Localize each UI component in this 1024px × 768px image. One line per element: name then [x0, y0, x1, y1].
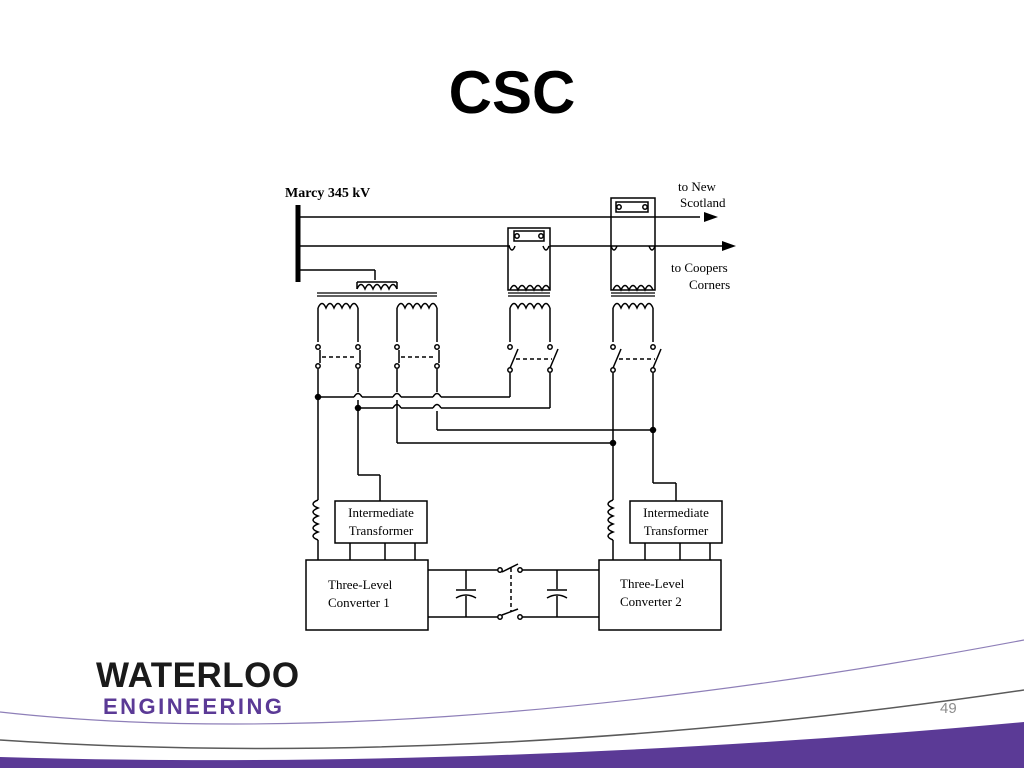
converter-2-box [598, 559, 722, 631]
converter-1-label-1: Three-Level [328, 577, 393, 592]
intermediate-transformer-2-box [629, 500, 723, 544]
intermediate-transformer-1-box [334, 500, 428, 544]
waterloo-logo-text: WATERLOO [96, 656, 300, 695]
series-transformer-2-box [610, 197, 656, 291]
intermediate-transformer-2-label-2: Transformer [644, 523, 709, 538]
intermediate-transformer-1-label-1: Intermediate [348, 505, 414, 520]
converter-2-label-1: Three-Level [620, 576, 685, 591]
arrow-new-scotland [704, 212, 718, 222]
line-label-new-scotland-1: to New [678, 179, 717, 194]
engineering-logo-text: ENGINEERING [103, 694, 285, 719]
intermediate-transformer-1-label-2: Transformer [349, 523, 414, 538]
converter-1-label-2: Converter 1 [328, 595, 390, 610]
series-transformer-1-box [507, 227, 551, 291]
disconnect-switches [315, 344, 662, 373]
shunt-transformer-primary [356, 283, 398, 291]
line-label-coopers-1: to Coopers [671, 260, 728, 275]
slide-title: CSC [448, 59, 576, 126]
page-number: 49 [940, 700, 957, 717]
converter-2-label-2: Converter 2 [620, 594, 682, 609]
converter-1-box [305, 559, 429, 631]
line-label-new-scotland-2: Scotland [680, 195, 726, 210]
intermediate-transformer-2-label-1: Intermediate [643, 505, 709, 520]
bus-label: Marcy 345 kV [285, 186, 370, 201]
arrow-coopers-corners [722, 241, 736, 251]
line-label-coopers-2: Corners [689, 277, 730, 292]
